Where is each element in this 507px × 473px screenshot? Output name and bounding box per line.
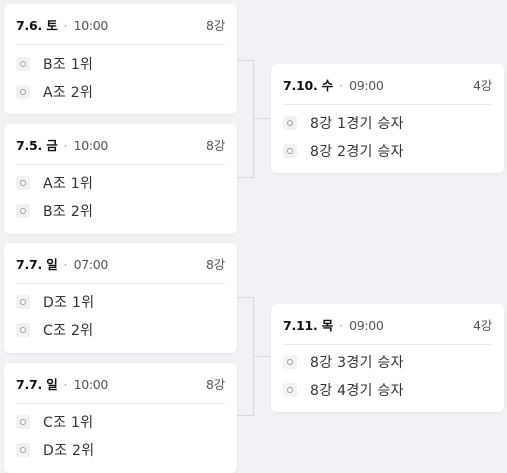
match-round: 8강 — [205, 137, 225, 153]
match-date: 7.10. 수 — [283, 77, 334, 93]
soccer-ball-icon — [16, 57, 30, 71]
soccer-ball-icon — [16, 85, 30, 99]
team-row: B조 2위 — [16, 201, 93, 221]
team-row: 8강 3경기 승자 — [283, 352, 404, 372]
team-row: A조 2위 — [16, 82, 93, 102]
soccer-ball-icon — [16, 415, 30, 429]
soccer-ball-icon — [283, 116, 297, 130]
team-name: 8강 3경기 승자 — [310, 355, 404, 371]
team-row: D조 2위 — [16, 440, 94, 460]
separator: · — [63, 257, 68, 272]
team-row: 8강 1경기 승자 — [283, 113, 404, 133]
match-date: 7.7. 일 — [16, 256, 58, 272]
match-header: 7.7. 일 · 10:00 8강 — [16, 363, 225, 404]
bracket-connector — [237, 415, 253, 416]
team-name: B조 1위 — [43, 57, 94, 73]
team-row: C조 1위 — [16, 412, 93, 432]
team-name: 8강 1경기 승자 — [310, 116, 404, 132]
separator: · — [63, 18, 68, 33]
team-name: A조 2위 — [43, 85, 94, 101]
team-row: C조 2위 — [16, 320, 93, 340]
soccer-ball-icon — [283, 355, 297, 369]
match-header: 7.11. 목 · 09:00 4강 — [283, 304, 492, 345]
team-name: D조 1위 — [43, 295, 95, 311]
match-card[interactable]: 7.5. 금 · 10:00 8강 A조 1위 B조 2위 — [4, 124, 237, 234]
match-card[interactable]: 7.6. 토 · 10:00 8강 B조 1위 A조 2위 — [4, 4, 237, 114]
match-header: 7.7. 일 · 07:00 8강 — [16, 243, 225, 284]
team-name: D조 2위 — [43, 443, 95, 459]
soccer-ball-icon — [16, 176, 30, 190]
bracket-connector — [253, 118, 270, 119]
team-name: B조 2위 — [43, 204, 94, 220]
separator: · — [63, 377, 68, 392]
match-date: 7.7. 일 — [16, 376, 58, 392]
team-name: C조 1위 — [43, 415, 94, 431]
bracket-connector — [237, 60, 253, 61]
bracket-connector — [253, 60, 254, 178]
match-card[interactable]: 7.10. 수 · 09:00 4강 8강 1경기 승자 8강 2경기 승자 — [271, 64, 504, 173]
match-card[interactable]: 7.7. 일 · 07:00 8강 D조 1위 C조 2위 — [4, 243, 237, 353]
soccer-ball-icon — [16, 204, 30, 218]
match-date: 7.5. 금 — [16, 137, 58, 153]
match-time: 10:00 — [73, 376, 109, 392]
match-round: 8강 — [205, 256, 225, 272]
match-round: 4강 — [472, 77, 492, 93]
team-row: B조 1위 — [16, 54, 93, 74]
team-row: D조 1위 — [16, 292, 94, 312]
match-date: 7.6. 토 — [16, 17, 58, 33]
separator: · — [339, 318, 343, 333]
match-time: 07:00 — [73, 256, 109, 272]
match-round: 8강 — [205, 376, 225, 392]
separator: · — [339, 78, 343, 93]
soccer-ball-icon — [16, 443, 30, 457]
soccer-ball-icon — [16, 323, 30, 337]
bracket-connector — [237, 297, 253, 298]
match-header: 7.5. 금 · 10:00 8강 — [16, 124, 225, 165]
separator: · — [63, 138, 68, 153]
match-card[interactable]: 7.7. 일 · 10:00 8강 C조 1위 D조 2위 — [4, 363, 237, 473]
match-header: 7.10. 수 · 09:00 4강 — [283, 64, 492, 105]
bracket-connector — [237, 177, 253, 178]
match-time: 10:00 — [73, 17, 109, 33]
match-round: 4강 — [472, 317, 492, 333]
team-name: A조 1위 — [43, 176, 94, 192]
team-row: 8강 4경기 승자 — [283, 380, 404, 400]
bracket-connector — [253, 356, 270, 357]
team-name: 8강 2경기 승자 — [310, 144, 404, 160]
match-time: 10:00 — [73, 137, 109, 153]
team-row: 8강 2경기 승자 — [283, 141, 404, 161]
match-time: 09:00 — [349, 317, 384, 333]
team-name: C조 2위 — [43, 323, 94, 339]
match-time: 09:00 — [349, 77, 384, 93]
soccer-ball-icon — [283, 383, 297, 397]
soccer-ball-icon — [283, 144, 297, 158]
match-date: 7.11. 목 — [283, 317, 334, 333]
team-name: 8강 4경기 승자 — [310, 383, 404, 399]
match-card[interactable]: 7.11. 목 · 09:00 4강 8강 3경기 승자 8강 4경기 승자 — [271, 304, 504, 412]
match-header: 7.6. 토 · 10:00 8강 — [16, 4, 225, 45]
soccer-ball-icon — [16, 295, 30, 309]
match-round: 8강 — [205, 17, 225, 33]
team-row: A조 1위 — [16, 173, 93, 193]
